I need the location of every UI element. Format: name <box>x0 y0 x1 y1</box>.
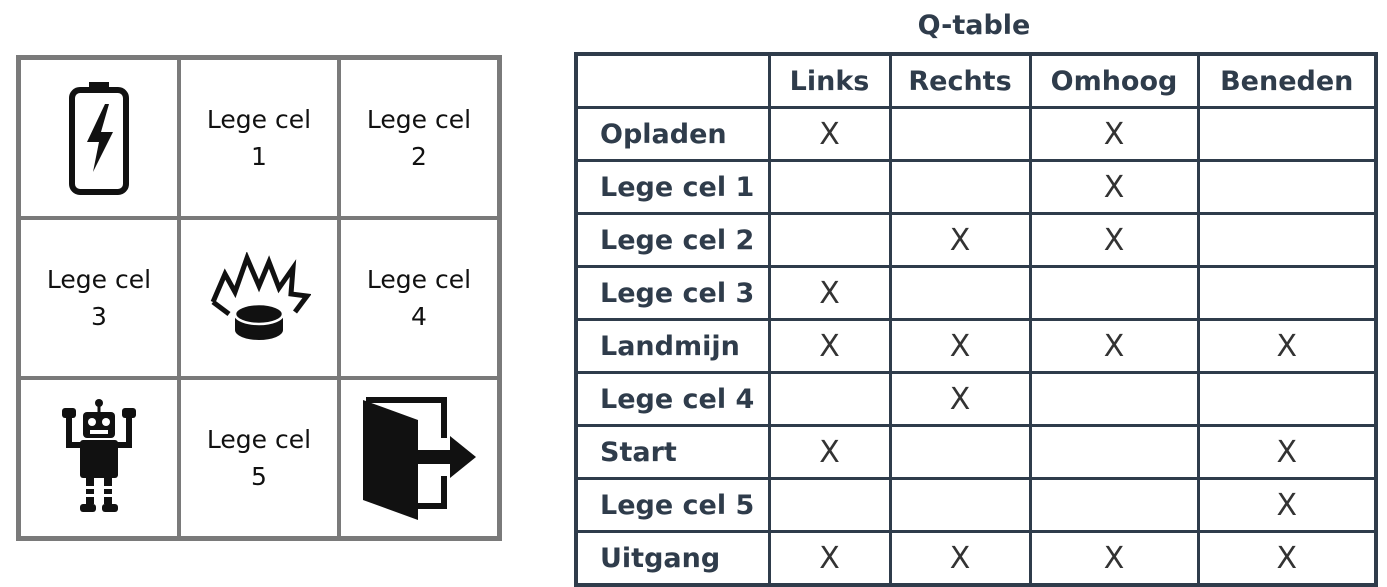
cell-label: Lege cel 2 <box>366 105 472 171</box>
grid-world: Lege cel 1 Lege cel 2 Lege cel 3 Lege ce… <box>16 55 502 541</box>
row-label: Start <box>574 424 771 480</box>
column-header <box>574 52 771 109</box>
action-cell <box>767 212 892 268</box>
grid-cell-battery <box>19 58 179 218</box>
grid-cell-robot <box>19 378 179 538</box>
table-row: Lege cel 5 X <box>574 477 1378 533</box>
row-label: Lege cel 1 <box>574 159 771 215</box>
action-cell: X <box>1028 212 1200 268</box>
table-row: Landmijn X X X X <box>574 318 1378 374</box>
action-cell: X <box>888 318 1032 374</box>
table-row: Lege cel 2 X X <box>574 212 1378 268</box>
table-row: Lege cel 3 X <box>574 265 1378 321</box>
grid-cell-landmine <box>179 218 339 378</box>
cell-label: Lege cel 4 <box>366 265 472 331</box>
action-cell <box>888 106 1032 162</box>
action-cell: X <box>767 106 892 162</box>
action-cell: X <box>767 265 892 321</box>
grid-cell-empty-4: Lege cel 4 <box>339 218 499 378</box>
action-cell: X <box>767 424 892 480</box>
action-cell: X <box>888 212 1032 268</box>
row-label: Opladen <box>574 106 771 162</box>
action-cell <box>1196 106 1378 162</box>
action-cell: X <box>767 318 892 374</box>
exit-door-icon <box>363 397 476 520</box>
table-row: Uitgang X X X X <box>574 530 1378 587</box>
row-label: Lege cel 2 <box>574 212 771 268</box>
qtable-header-row: Links Rechts Omhoog Beneden <box>574 52 1378 109</box>
action-cell <box>1028 265 1200 321</box>
qtable-title: Q-table <box>917 10 1031 41</box>
row-label: Lege cel 3 <box>574 265 771 321</box>
action-cell: X <box>1028 530 1200 587</box>
action-cell: X <box>1028 159 1200 215</box>
column-header: Links <box>767 52 892 109</box>
action-cell <box>1028 477 1200 533</box>
action-cell <box>767 371 892 427</box>
action-cell <box>888 424 1032 480</box>
action-cell: X <box>1196 424 1378 480</box>
column-header: Omhoog <box>1028 52 1200 109</box>
row-label: Lege cel 5 <box>574 477 771 533</box>
action-cell <box>888 159 1032 215</box>
battery-charging-icon <box>69 82 129 195</box>
grid-cell-empty-5: Lege cel 5 <box>179 378 339 538</box>
action-cell: X <box>1196 530 1378 587</box>
action-cell: X <box>1196 477 1378 533</box>
action-cell: X <box>767 530 892 587</box>
row-label: Landmijn <box>574 318 771 374</box>
action-cell: X <box>888 530 1032 587</box>
action-cell <box>1196 159 1378 215</box>
cell-label: Lege cel 3 <box>46 265 152 331</box>
qtable: Links Rechts Omhoog Beneden Opladen X X … <box>574 52 1378 587</box>
action-cell <box>1196 265 1378 321</box>
table-row: Start X X <box>574 424 1378 480</box>
action-cell <box>1196 371 1378 427</box>
cell-label: Lege cel 5 <box>206 425 312 491</box>
table-row: Opladen X X <box>574 106 1378 162</box>
column-header: Rechts <box>888 52 1032 109</box>
robot-icon <box>62 399 136 512</box>
action-cell: X <box>1028 318 1200 374</box>
action-cell <box>1028 371 1200 427</box>
action-cell: X <box>888 371 1032 427</box>
action-cell <box>1028 424 1200 480</box>
row-label: Uitgang <box>574 530 771 587</box>
cell-label: Lege cel 1 <box>206 105 312 171</box>
grid-cell-exit <box>339 378 499 538</box>
grid-cell-empty-3: Lege cel 3 <box>19 218 179 378</box>
landmine-explosion-icon <box>210 252 311 340</box>
grid-cell-empty-1: Lege cel 1 <box>179 58 339 218</box>
column-header: Beneden <box>1196 52 1378 109</box>
action-cell <box>767 477 892 533</box>
row-label: Lege cel 4 <box>574 371 771 427</box>
action-cell: X <box>1196 318 1378 374</box>
table-row: Lege cel 4 X <box>574 371 1378 427</box>
grid-cell-empty-2: Lege cel 2 <box>339 58 499 218</box>
table-row: Lege cel 1 X <box>574 159 1378 215</box>
action-cell: X <box>1028 106 1200 162</box>
action-cell <box>1196 212 1378 268</box>
action-cell <box>888 265 1032 321</box>
action-cell <box>767 159 892 215</box>
action-cell <box>888 477 1032 533</box>
